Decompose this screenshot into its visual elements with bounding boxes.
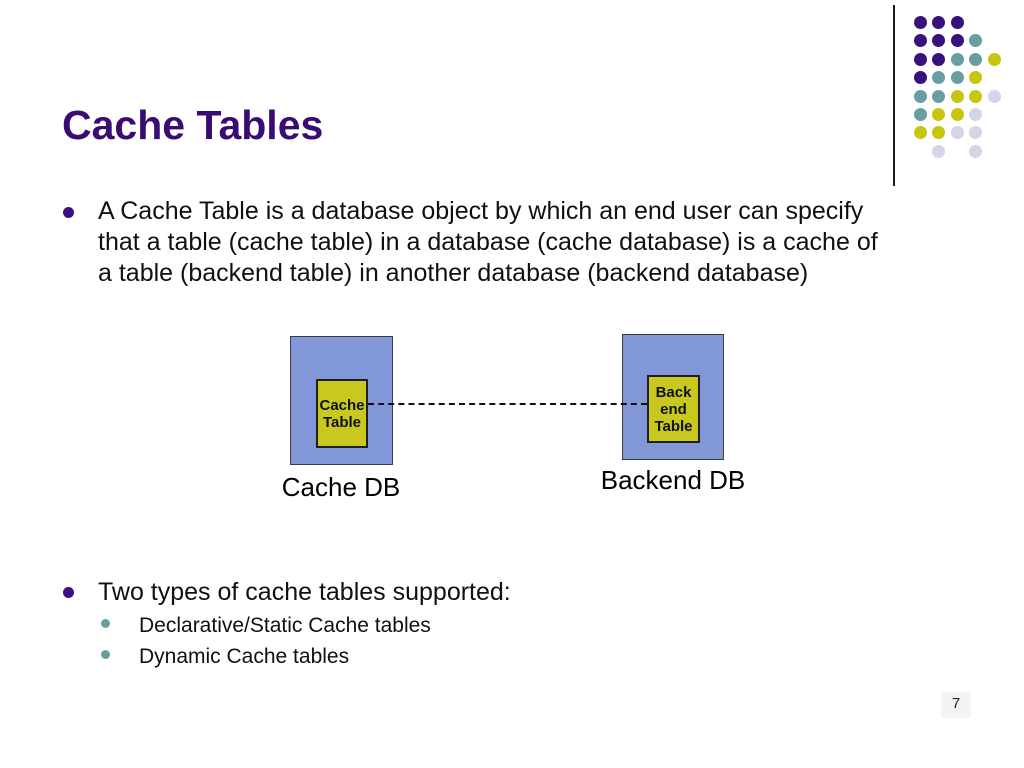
decorative-dot-pattern — [914, 16, 1014, 166]
decorative-dot — [932, 71, 946, 85]
decorative-dot — [914, 34, 927, 48]
bullet1-line1: A Cache Table is a database object by wh… — [98, 197, 864, 225]
backend-table-box: Back end Table — [647, 375, 700, 443]
decorative-dot — [969, 34, 983, 48]
decorative-dot — [950, 52, 964, 66]
sub-item-declarative: Declarative/Static Cache tables — [139, 614, 431, 637]
page-number: 7 — [951, 695, 961, 712]
decorative-dot — [950, 89, 964, 103]
bullet-icon — [63, 587, 74, 598]
decorative-dot — [987, 89, 1001, 103]
cache-db-label: Cache DB — [281, 472, 401, 502]
decorative-dot — [914, 71, 927, 85]
cache-table-box: Cache Table — [316, 379, 368, 448]
decorative-dot — [932, 108, 946, 121]
decorative-dot — [950, 16, 964, 29]
dashed-connector-line — [368, 403, 647, 405]
sub-item-dynamic: Dynamic Cache tables — [139, 645, 350, 668]
decorative-dot — [932, 144, 946, 158]
decorative-vertical-rule — [893, 5, 895, 186]
decorative-dot — [932, 89, 946, 103]
slide-title: Cache Tables — [62, 102, 324, 148]
decorative-dot — [969, 108, 983, 121]
bullet1-line3: a table (backend table) in another datab… — [98, 259, 809, 287]
decorative-dot — [969, 89, 983, 103]
bullet2-text: Two types of cache tables supported: — [98, 578, 511, 606]
decorative-dot — [950, 71, 964, 85]
decorative-dot — [914, 52, 927, 66]
decorative-dot — [932, 34, 946, 48]
decorative-dot — [987, 52, 1001, 66]
decorative-dot — [969, 144, 983, 158]
decorative-dot — [932, 126, 946, 140]
decorative-dot — [914, 89, 927, 103]
decorative-dot — [969, 52, 983, 66]
decorative-dot — [914, 16, 927, 29]
sub-bullet-icon — [101, 650, 110, 659]
bullet1-paragraph: A Cache Table is a database object by wh… — [98, 196, 878, 289]
decorative-dot — [950, 34, 964, 48]
backend-db-label: Backend DB — [600, 465, 746, 495]
decorative-dot — [914, 108, 927, 121]
decorative-dot — [932, 52, 946, 66]
page-number-placeholder — [941, 692, 971, 718]
decorative-dot — [932, 16, 946, 29]
decorative-dot — [914, 126, 927, 140]
decorative-dot — [950, 108, 964, 121]
decorative-dot — [950, 126, 964, 140]
decorative-dot — [969, 126, 983, 140]
bullet-icon — [63, 207, 74, 218]
sub-bullet-icon — [101, 619, 110, 628]
bullet1-line2: that a table (cache table) in a database… — [98, 228, 878, 256]
decorative-dot — [969, 71, 983, 85]
